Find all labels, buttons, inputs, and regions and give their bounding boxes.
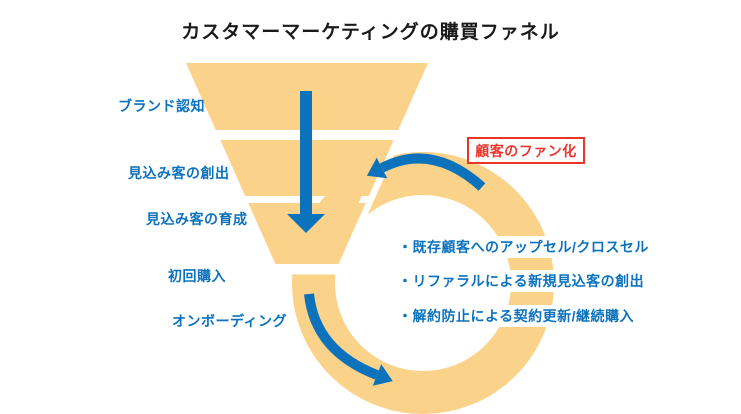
- fan-conversion-callout: 顧客のファン化: [467, 137, 585, 164]
- loop-bullet-upsell-cross-sell: ・既存顧客へのアップセル/クロスセル: [396, 236, 651, 258]
- loop-bullet-churn-prevention: ・解約防止による契約更新/継続購入: [396, 305, 636, 327]
- loop-entry-arrow: [304, 293, 393, 386]
- loop-bullet-referral-leads: ・リファラルによる新規見込客の創出: [396, 270, 647, 292]
- funnel-stage-label-onboarding: オンボーディング: [172, 313, 288, 329]
- funnel-stage-label-lead-generation: 見込み客の創出: [128, 165, 230, 181]
- fan-conversion-callout-label: 顧客のファン化: [475, 142, 577, 159]
- funnel-stage-label-first-purchase: 初回購入: [168, 268, 226, 284]
- funnel-segment-lead-nurturing: [248, 203, 366, 264]
- page-title: カスタマーマーケティングの購買ファネル: [181, 22, 560, 43]
- funnel-stage-label-brand-awareness: ブランド認知: [118, 98, 205, 114]
- funnel-stage-label-lead-nurturing: 見込み客の育成: [146, 211, 248, 227]
- flow-down-arrow: [287, 91, 325, 233]
- loop-return-arrow: [366, 153, 486, 191]
